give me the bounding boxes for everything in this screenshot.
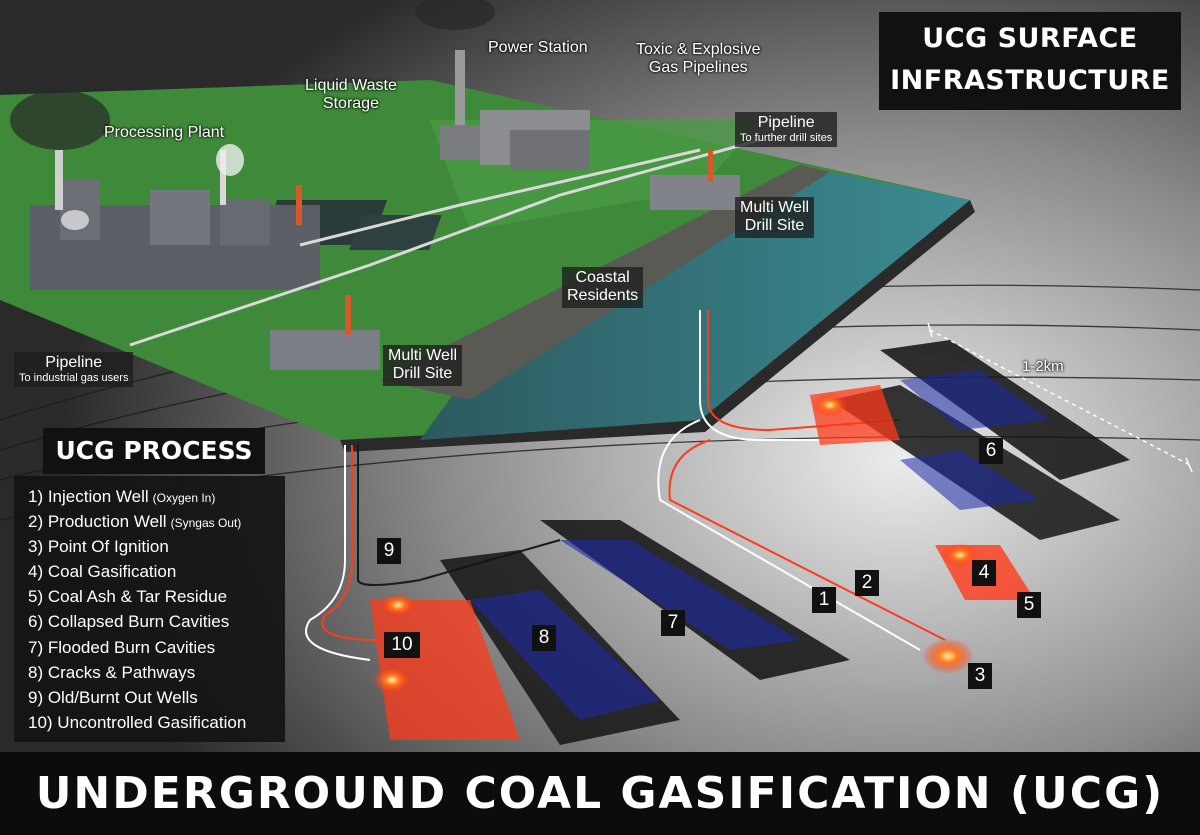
label-pipeline-right-title: Pipeline xyxy=(757,114,815,131)
label-coastal-residents: Coastal Residents xyxy=(562,267,644,308)
surface-infrastructure-title: UCG SURFACE INFRASTRUCTURE xyxy=(879,12,1181,110)
marker-1: 1 xyxy=(812,587,836,613)
label-toxic-line2: Gas Pipelines xyxy=(648,59,748,77)
processing-plant-illustration xyxy=(10,90,320,290)
process-item: 5) Coal Ash & Tar Residue xyxy=(28,587,228,607)
label-coastal-line2: Residents xyxy=(567,287,639,305)
process-item: 7) Flooded Burn Cavities xyxy=(28,637,216,657)
label-pipeline-right: Pipeline To further drill sites xyxy=(735,112,838,148)
label-liquid-waste-line2: Storage xyxy=(322,95,379,113)
label-power-station: Power Station xyxy=(488,39,588,56)
ignition-point xyxy=(922,638,974,674)
process-item: 1) Injection Well(Oxygen In) xyxy=(28,487,216,506)
process-item: 9) Old/Burnt Out Wells xyxy=(28,687,198,707)
label-multi-well-left: Multi Well Drill Site xyxy=(383,345,463,386)
label-multi-well-right-line2: Drill Site xyxy=(744,217,805,235)
label-processing-plant: Processing Plant xyxy=(104,124,225,141)
label-liquid-waste: Liquid Waste Storage xyxy=(305,77,397,114)
surface-title-line1: UCG SURFACE xyxy=(922,23,1138,54)
process-item: 6) Collapsed Burn Cavities xyxy=(28,612,230,632)
label-pipeline-right-sub: To further drill sites xyxy=(740,132,833,145)
marker-7: 7 xyxy=(661,610,685,636)
marker-10: 10 xyxy=(384,632,420,658)
sea xyxy=(420,170,970,440)
label-multi-well-right: Multi Well Drill Site xyxy=(735,197,815,238)
marker-2: 2 xyxy=(855,570,879,596)
label-pipeline-left-title: Pipeline xyxy=(45,354,103,371)
surface-title-line2: INFRASTRUCTURE xyxy=(890,65,1170,96)
drill-sites xyxy=(270,150,740,370)
process-item: 4) Coal Gasification xyxy=(28,562,177,582)
label-pipeline-left: Pipeline To industrial gas users xyxy=(14,352,134,388)
label-liquid-waste-line1: Liquid Waste xyxy=(305,77,397,94)
label-distance: 1-2km xyxy=(1022,358,1064,375)
label-multi-well-right-line1: Multi Well xyxy=(740,199,810,216)
marker-9: 9 xyxy=(377,538,401,564)
marker-6: 6 xyxy=(979,438,1003,464)
marker-5: 5 xyxy=(1017,592,1041,618)
label-toxic-line1: Toxic & Explosive xyxy=(636,41,761,58)
distance-scale xyxy=(927,322,1193,473)
wells xyxy=(305,310,946,661)
cavities xyxy=(370,340,1130,745)
process-item: 3) Point Of Ignition xyxy=(28,537,169,557)
marker-3: 3 xyxy=(968,663,992,689)
surface-pipelines xyxy=(129,138,761,347)
marker-4: 4 xyxy=(972,560,996,586)
process-item: 10) Uncontrolled Gasification xyxy=(28,712,247,732)
process-title: UCG PROCESS xyxy=(43,428,265,474)
process-item: 8) Cracks & Pathways xyxy=(28,662,196,682)
label-pipeline-left-sub: To industrial gas users xyxy=(19,372,129,385)
process-item: 2) Production Well(Syngas Out) xyxy=(28,512,242,532)
main-title: UNDERGROUND COAL GASIFICATION (UCG) xyxy=(0,752,1200,835)
label-coastal-line1: Coastal xyxy=(575,269,630,286)
process-list: 1) Injection Well(Oxygen In) 2) Producti… xyxy=(28,484,285,735)
label-toxic-pipelines: Toxic & Explosive Gas Pipelines xyxy=(636,41,761,78)
process-legend: 1) Injection Well(Oxygen In) 2) Producti… xyxy=(14,476,285,742)
marker-8: 8 xyxy=(532,625,556,651)
power-station-illustration xyxy=(415,0,590,170)
waste-pond-2 xyxy=(349,215,442,250)
label-multi-well-left-line2: Drill Site xyxy=(392,365,453,383)
label-multi-well-left-line1: Multi Well xyxy=(388,347,458,364)
